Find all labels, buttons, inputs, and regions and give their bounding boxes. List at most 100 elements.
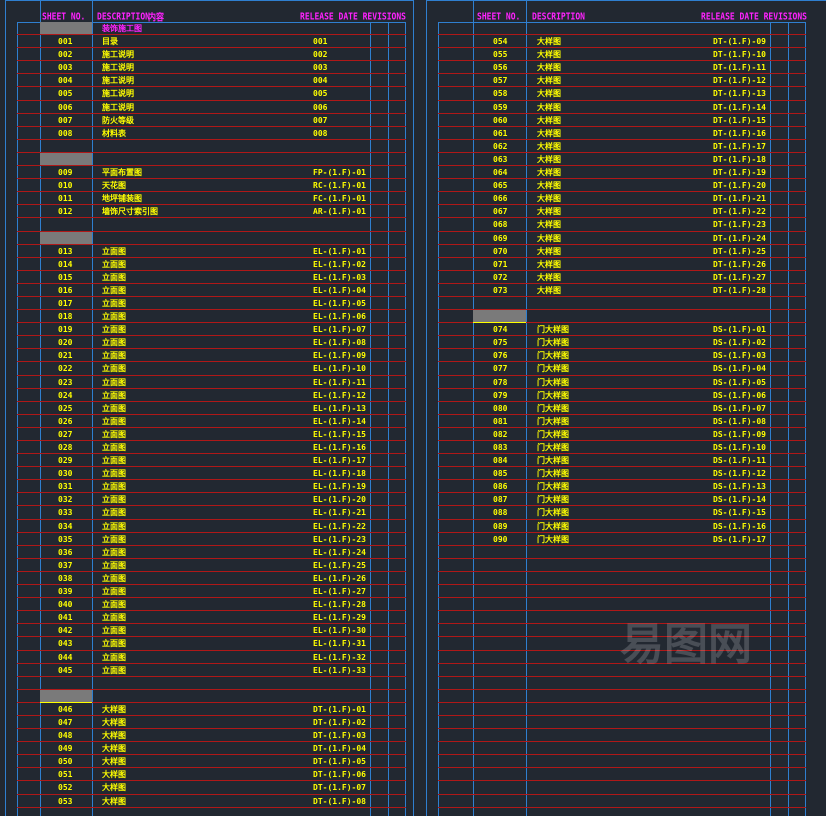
- section-marker: [40, 22, 92, 34]
- sheet-number: 079: [493, 390, 508, 400]
- sheet-number: 031: [58, 482, 73, 492]
- sheet-description: 门大样图: [537, 403, 569, 413]
- sheet-code: DS-(1.F)-04: [713, 364, 766, 374]
- sheet-code: 001: [313, 37, 328, 47]
- sheet-code: DS-(1.F)-12: [713, 469, 766, 479]
- sheet-code: 007: [313, 115, 328, 125]
- right-sheet-list: SHEET NO. DESCRIPTION RELEASE DATE REVIS…: [413, 0, 826, 816]
- sheet-code: DS-(1.F)-09: [713, 429, 766, 439]
- sheet-code: EL-(1.F)-03: [313, 272, 366, 282]
- section-marker: [40, 231, 92, 244]
- sheet-number: 011: [58, 194, 73, 204]
- sheet-code: EL-(1.F)-05: [313, 298, 366, 308]
- sheet-code: DT-(1.F)-21: [713, 194, 766, 204]
- sheet-code: RC-(1.F)-01: [313, 181, 366, 191]
- sheet-number: 040: [58, 600, 73, 610]
- sheet-number: 061: [493, 128, 508, 138]
- sheet-description: 大样图: [102, 744, 126, 754]
- sheet-code: DS-(1.F)-08: [713, 416, 766, 426]
- sheet-description: 门大样图: [537, 534, 569, 544]
- empty-row: [438, 297, 806, 311]
- empty-row: [438, 716, 806, 730]
- sheet-description: 立面图: [102, 312, 126, 322]
- sheet-code: DT-(1.F)-16: [713, 128, 766, 138]
- sheet-number: 072: [493, 272, 508, 282]
- empty-row: [438, 677, 806, 690]
- sheet-description: 大样图: [537, 141, 561, 151]
- sheet-number: 042: [58, 626, 73, 636]
- sheet-number: 062: [493, 141, 508, 151]
- sheet-number: 059: [493, 102, 508, 112]
- sheet-number: 083: [493, 443, 508, 452]
- sheet-description: 门大样图: [537, 338, 569, 348]
- sheet-code: EL-(1.F)-04: [313, 285, 366, 295]
- sheet-description: 大样图: [102, 770, 126, 780]
- sheet-number: 060: [493, 115, 508, 125]
- header-description-cn: 内容: [148, 12, 164, 23]
- empty-row: [438, 651, 806, 664]
- sheet-description: 立面图: [102, 652, 126, 662]
- sheet-code: DT-(1.F)-07: [313, 783, 366, 793]
- sheet-code: EL-(1.F)-28: [313, 600, 366, 610]
- sheet-description: 大样图: [537, 76, 561, 86]
- sheet-description: 大样图: [102, 783, 126, 793]
- sheet-code: EL-(1.F)-06: [313, 312, 366, 322]
- sheet-code: AR-(1.F)-01: [313, 207, 366, 217]
- col-sheet-left: [40, 0, 41, 816]
- sheet-code: EL-(1.F)-18: [313, 469, 366, 479]
- sheet-description: 施工说明: [102, 89, 134, 99]
- sheet-number: 051: [58, 770, 73, 780]
- sheet-description: 平面布置图: [102, 168, 142, 178]
- sheet-description: 大样图: [537, 102, 561, 112]
- sheet-code: EL-(1.F)-20: [313, 495, 366, 505]
- sheet-description: 大样图: [102, 796, 126, 806]
- sheet-number: 065: [493, 181, 508, 191]
- empty-row: [438, 22, 806, 36]
- sheet-code: EL-(1.F)-13: [313, 403, 366, 413]
- sheet-description: 目录: [102, 37, 118, 47]
- sheet-number: 005: [58, 89, 73, 99]
- section-marker: [40, 689, 92, 703]
- sheet-code: 008: [313, 128, 328, 138]
- empty-row: [438, 742, 806, 756]
- sheet-description: 门大样图: [537, 364, 569, 374]
- sheet-description: 立面图: [102, 298, 126, 308]
- sheet-number: 026: [58, 416, 73, 426]
- sheet-code: EL-(1.F)-29: [313, 613, 366, 623]
- sheet-code: DS-(1.F)-13: [713, 482, 766, 492]
- sheet-description: 大样图: [537, 181, 561, 191]
- sheet-code: EL-(1.F)-08: [313, 338, 366, 348]
- sheet-description: 地坪铺装图: [102, 194, 142, 204]
- sheet-code: FP-(1.F)-01: [313, 168, 366, 178]
- sheet-number: 054: [493, 37, 508, 47]
- table-left: [17, 22, 18, 816]
- sheet-number: 014: [58, 259, 73, 269]
- sheet-number: 013: [58, 246, 73, 256]
- sheet-description: 大样图: [537, 37, 561, 47]
- empty-row: [438, 690, 806, 703]
- empty-row: [438, 795, 806, 808]
- sheet-description: 门大样图: [537, 482, 569, 492]
- sheet-code: EL-(1.F)-33: [313, 665, 366, 675]
- sheet-number: 002: [58, 50, 73, 60]
